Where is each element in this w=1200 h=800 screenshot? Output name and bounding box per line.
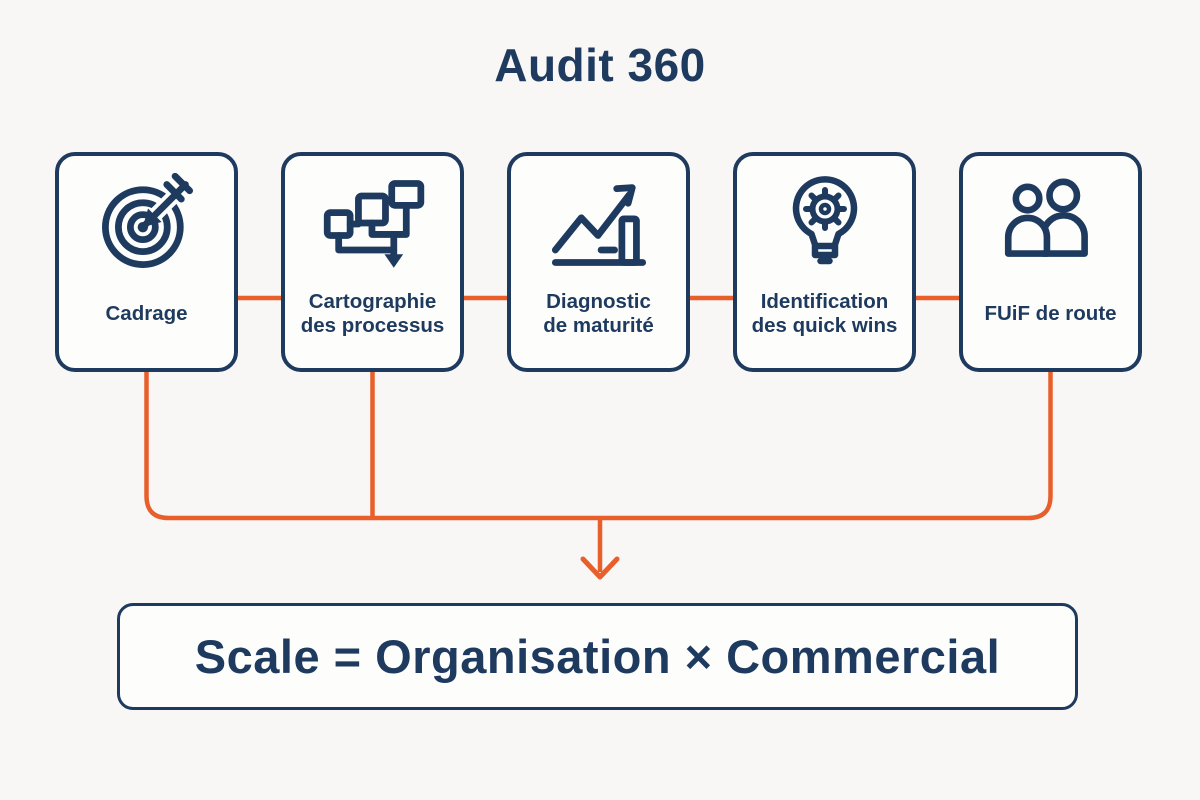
flowchart-icon	[323, 180, 424, 268]
step-box-diagnostic: Diagnostic de maturité	[507, 152, 690, 372]
step-label: FUiF de route	[984, 302, 1117, 325]
step-icon-wrap	[318, 156, 428, 284]
target-icon	[101, 171, 199, 268]
result-label: Scale = Organisation × Commercial	[194, 630, 1001, 683]
team-icon	[1004, 178, 1088, 257]
step-label: Cadrage	[105, 302, 188, 325]
result-box: Scale = Organisation × Commercial	[117, 603, 1078, 710]
step-box-cartographie: Cartographie des processus	[281, 152, 464, 372]
step-label: Diagnostic de maturité	[543, 290, 654, 337]
step-box-feuille-de-route: FUiF de route	[959, 152, 1142, 372]
step-icon-wrap	[95, 156, 199, 284]
growth-chart-icon	[551, 184, 646, 266]
down-arrow-icon	[580, 556, 620, 580]
step-box-cadrage: Cadrage	[55, 152, 238, 372]
step-icon-wrap	[543, 156, 655, 284]
step-box-quick-wins: Identification des quick wins	[733, 152, 916, 372]
trunk-line	[144, 369, 1053, 521]
step-label: Cartographie des processus	[300, 290, 445, 337]
step-icon-wrap	[775, 156, 875, 284]
diagram-title: Audit 360	[494, 39, 706, 91]
lightbulb-gear-icon	[792, 176, 857, 265]
step-icon-wrap	[995, 156, 1107, 284]
step-label: Identification des quick wins	[751, 290, 898, 337]
